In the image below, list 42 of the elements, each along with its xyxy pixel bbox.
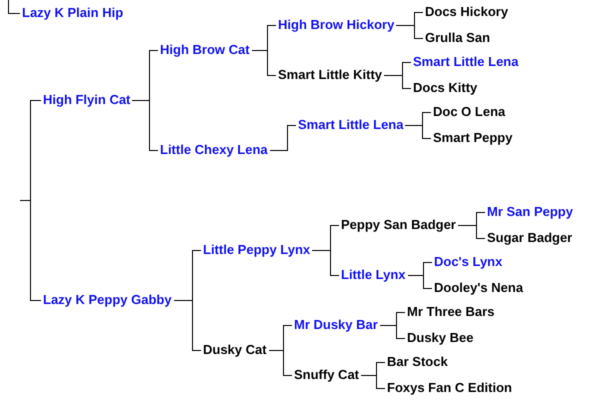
connector-line: [252, 50, 276, 76]
pedigree-name: Lazy K Peppy Gabby: [43, 292, 172, 308]
pedigree-name: Dusky Bee: [407, 330, 474, 346]
connector-line: [270, 125, 296, 151]
pedigree-name: Foxys Fan C Edition: [387, 380, 512, 396]
pedigree-name: Smart Little Lena: [298, 117, 404, 133]
pedigree-name: Doc's Lynx: [434, 254, 502, 270]
pedigree-name: Snuffy Cat: [294, 367, 359, 383]
connector-line: [268, 350, 292, 376]
connector-line: [384, 75, 412, 89]
pedigree-name: High Brow Cat: [160, 42, 250, 58]
pedigree-name: Dooley's Nena: [434, 280, 524, 296]
pedigree-name: Mr Dusky Bar: [294, 317, 378, 333]
pedigree-name: High Flyin Cat: [43, 92, 130, 108]
pedigree-name: Little Lynx: [341, 267, 406, 283]
pedigree-name: Sugar Badger: [487, 230, 572, 246]
pedigree-name: Smart Little Lena: [413, 54, 518, 70]
pedigree-name: Little Peppy Lynx: [203, 242, 310, 258]
connector-line: [360, 375, 386, 389]
pedigree-name: Dusky Cat: [203, 342, 267, 358]
pedigree-name: Doc O Lena: [433, 104, 506, 120]
connector-line: [404, 125, 432, 139]
pedigree-name: Docs Hickory: [425, 4, 508, 20]
connector-line: [408, 275, 432, 289]
connector-line: [380, 325, 406, 339]
connector-line: [174, 300, 202, 351]
pedigree-name: Smart Little Kitty: [278, 67, 382, 83]
pedigree-name: Smart Peppy: [433, 130, 512, 146]
connector-line: [312, 250, 340, 276]
pedigree-name: Lazy K Plain Hip: [22, 5, 124, 21]
pedigree-name: Docs Kitty: [413, 80, 478, 96]
connector-line: [458, 225, 486, 239]
pedigree-name: Peppy San Badger: [341, 217, 456, 233]
pedigree-name: Mr San Peppy: [487, 204, 573, 220]
pedigree-name: Bar Stock: [387, 354, 448, 370]
pedigree-name: Mr Three Bars: [407, 304, 494, 320]
pedigree-name: Little Chexy Lena: [160, 142, 268, 158]
connector-line: [20, 200, 42, 301]
pedigree-name: Grulla San: [425, 30, 490, 46]
connector-line: [8, 0, 20, 14]
pedigree-name: High Brow Hickory: [278, 17, 394, 33]
connector-line: [396, 25, 424, 39]
